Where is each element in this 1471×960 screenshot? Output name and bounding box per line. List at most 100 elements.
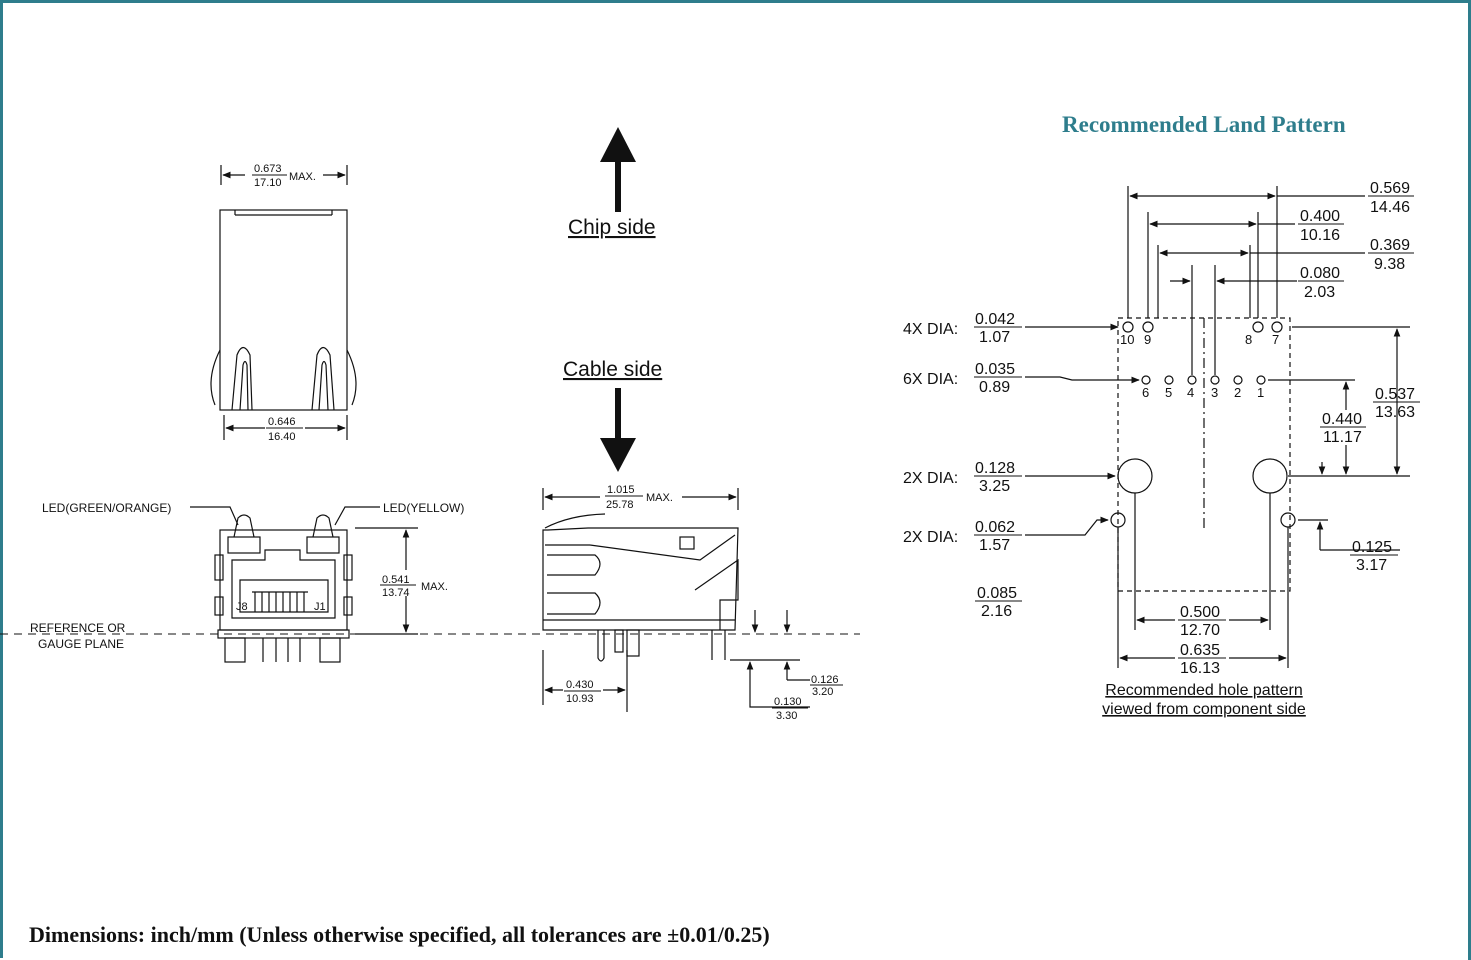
svg-text:12.70: 12.70 [1180,622,1220,639]
chip-side-arrow [600,127,636,212]
lp-dim-080: 0.080 2.03 [1298,265,1344,301]
svg-text:10.16: 10.16 [1300,227,1340,244]
svg-text:2X DIA:: 2X DIA: [903,470,958,487]
svg-text:0.537: 0.537 [1375,386,1415,403]
svg-text:2X DIA:: 2X DIA: [903,529,958,546]
cable-side-arrow [600,388,636,472]
svg-text:0.440: 0.440 [1322,411,1362,428]
svg-text:13.63: 13.63 [1375,404,1415,421]
pin-7: 7 [1272,332,1279,347]
hole-callout-4x: 4X DIA: 0.042 1.07 [903,311,1022,346]
lp-dim-085: 0.085 2.16 [975,585,1022,620]
lp-dim-537: 0.537 13.63 [1373,386,1420,421]
length-mm: 25.78 [606,499,634,511]
side-view [542,488,810,712]
pin-mm: 3.30 [776,710,797,722]
dim-top-suffix: MAX. [289,171,316,183]
svg-text:11.17: 11.17 [1323,429,1362,446]
svg-text:0.080: 0.080 [1300,265,1340,282]
svg-text:0.042: 0.042 [975,311,1015,328]
offset-inch: 0.430 [566,679,594,691]
pin-9: 9 [1144,332,1151,347]
land-pattern-title: Recommended Land Pattern [1062,112,1346,137]
lp-dim-125: 0.125 3.17 [1350,539,1398,574]
svg-text:0.062: 0.062 [975,519,1015,536]
svg-text:1.57: 1.57 [979,537,1010,554]
hole-callout-6x: 6X DIA: 0.035 0.89 [903,361,1022,396]
height-suffix: MAX. [421,581,448,593]
chip-side-label: Chip side [568,216,656,239]
pin-inch: 0.130 [774,696,802,708]
pin-10: 10 [1120,332,1134,347]
svg-text:6X DIA:: 6X DIA: [903,371,958,388]
lp-dim-369: 0.369 9.38 [1368,237,1414,273]
dim-bottom-mm: 16.40 [268,431,296,443]
hole-callout-2x-large: 2X DIA: 0.128 3.25 [903,460,1022,495]
pin-6: 6 [1142,385,1149,400]
svg-text:3.25: 3.25 [979,478,1010,495]
pin-j8-label: J8 [236,601,248,613]
svg-text:0.400: 0.400 [1300,208,1340,225]
reference-plane-line2: GAUGE PLANE [38,637,124,651]
top-view-dim-bottom: 0.646 16.40 [265,415,305,443]
pin-length-dim: 0.130 3.30 [772,696,808,722]
reference-plane-line1: REFERENCE OR [30,621,126,635]
pin-1: 1 [1257,385,1264,400]
lp-dim-500: 0.500 12.70 [1175,603,1229,639]
dimensions-note: Dimensions: inch/mm (Unless otherwise sp… [29,922,770,947]
svg-text:0.369: 0.369 [1370,237,1410,254]
svg-text:0.500: 0.500 [1180,604,1220,621]
side-offset-dim: 0.430 10.93 [563,678,603,705]
length-suffix: MAX. [646,492,673,504]
front-view [190,506,418,663]
side-length-dim: 1.015 25.78 MAX. [605,484,673,511]
svg-text:9.38: 9.38 [1374,256,1405,273]
offset-mm: 10.93 [566,693,594,705]
peg-mm: 3.20 [812,686,833,698]
hole-pattern-caption-line2: viewed from component side [1102,701,1306,718]
length-inch: 1.015 [607,484,635,496]
top-view-dim-max: 0.673 17.10 MAX. [252,163,316,189]
svg-text:0.569: 0.569 [1370,180,1410,197]
svg-text:3.17: 3.17 [1356,557,1387,574]
led-right-label: LED(YELLOW) [383,501,464,515]
pin-5: 5 [1165,385,1172,400]
height-mm: 13.74 [382,587,410,599]
frame-top-border [0,0,1471,3]
lp-dim-635: 0.635 16.13 [1175,641,1229,677]
hole-callout-2x-small: 2X DIA: 0.062 1.57 [903,519,1022,554]
top-view [210,165,357,440]
svg-text:0.085: 0.085 [977,585,1017,602]
lp-dim-569: 0.569 14.46 [1368,180,1414,216]
svg-text:1.07: 1.07 [979,329,1010,346]
svg-text:16.13: 16.13 [1180,660,1220,677]
svg-text:0.635: 0.635 [1180,642,1220,659]
lp-dim-440: 0.440 11.17 [1320,410,1370,446]
led-left-label: LED(GREEN/ORANGE) [42,501,171,515]
peg-length-dim: 0.126 3.20 [810,674,843,698]
hole-pattern-caption-line1: Recommended hole pattern [1105,682,1302,699]
pin-numbers: 10 9 8 7 6 5 4 3 2 1 [1120,332,1279,400]
pin-3: 3 [1211,385,1218,400]
svg-text:0.128: 0.128 [975,460,1015,477]
pin-4: 4 [1187,385,1194,400]
svg-text:14.46: 14.46 [1370,199,1410,216]
dim-top-mm: 17.10 [254,177,282,189]
lp-dim-400: 0.400 10.16 [1298,208,1344,244]
svg-text:4X DIA:: 4X DIA: [903,321,958,338]
height-inch: 0.541 [382,574,410,586]
svg-text:2.03: 2.03 [1304,284,1335,301]
svg-text:0.125: 0.125 [1352,539,1392,556]
cable-side-label: Cable side [563,358,662,381]
svg-text:2.16: 2.16 [981,603,1012,620]
svg-text:0.035: 0.035 [975,361,1015,378]
svg-text:0.89: 0.89 [979,379,1010,396]
dim-top-inch: 0.673 [254,163,282,175]
pin-2: 2 [1234,385,1241,400]
dim-bottom-inch: 0.646 [268,416,296,428]
front-height-dim: 0.541 13.74 MAX. [380,574,448,599]
frame-right-border [1468,0,1471,960]
pin-8: 8 [1245,332,1252,347]
